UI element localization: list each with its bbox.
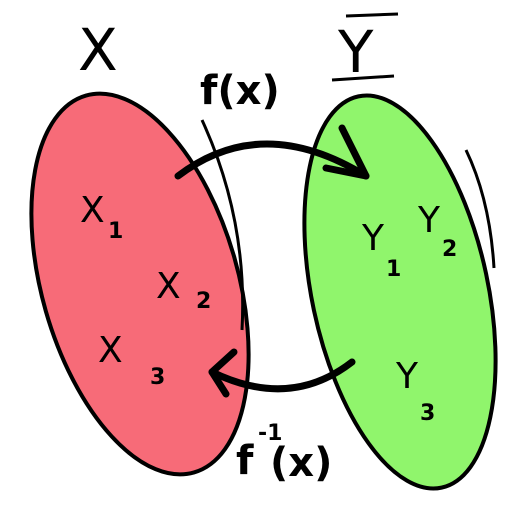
svg-text:-1: -1 bbox=[258, 421, 282, 446]
inverse-arrow bbox=[208, 358, 356, 393]
set-x-ellipse bbox=[29, 91, 251, 477]
set-y-ellipse bbox=[302, 93, 498, 491]
svg-text:f: f bbox=[236, 438, 254, 484]
svg-text:3: 3 bbox=[150, 365, 165, 390]
svg-text:2: 2 bbox=[196, 289, 211, 314]
set-y-overline bbox=[345, 12, 399, 18]
set-x-label: X bbox=[78, 16, 118, 84]
svg-text:X: X bbox=[156, 266, 181, 307]
y-element-3: Y 3 bbox=[395, 356, 435, 426]
svg-text:2: 2 bbox=[442, 237, 457, 262]
forward-arrowhead bbox=[322, 124, 370, 180]
x-element-1: X 1 bbox=[80, 190, 123, 244]
svg-text:1: 1 bbox=[108, 219, 123, 244]
set-y-label: Y bbox=[337, 18, 374, 86]
x-element-2: X 2 bbox=[156, 266, 211, 314]
svg-text:3: 3 bbox=[420, 401, 435, 426]
svg-text:1: 1 bbox=[386, 257, 401, 282]
set-x-sketch-stroke bbox=[200, 119, 245, 331]
inverse-arrow-label: f -1 (x) bbox=[236, 421, 332, 486]
forward-arrow bbox=[174, 140, 370, 180]
svg-text:(x): (x) bbox=[270, 440, 332, 486]
y-element-2: Y 2 bbox=[417, 200, 457, 262]
svg-text:X: X bbox=[80, 190, 105, 231]
svg-text:Y: Y bbox=[361, 218, 385, 259]
svg-text:Y: Y bbox=[417, 200, 441, 241]
set-y-underline bbox=[331, 74, 395, 82]
set-y-sketch-stroke bbox=[464, 149, 496, 269]
inverse-arrowhead bbox=[208, 348, 238, 398]
y-element-1: Y 1 bbox=[361, 218, 401, 282]
svg-text:X: X bbox=[98, 330, 123, 371]
x-element-3: X 3 bbox=[98, 330, 165, 390]
forward-arrow-label: f(x) bbox=[200, 68, 280, 114]
svg-text:Y: Y bbox=[395, 356, 419, 397]
